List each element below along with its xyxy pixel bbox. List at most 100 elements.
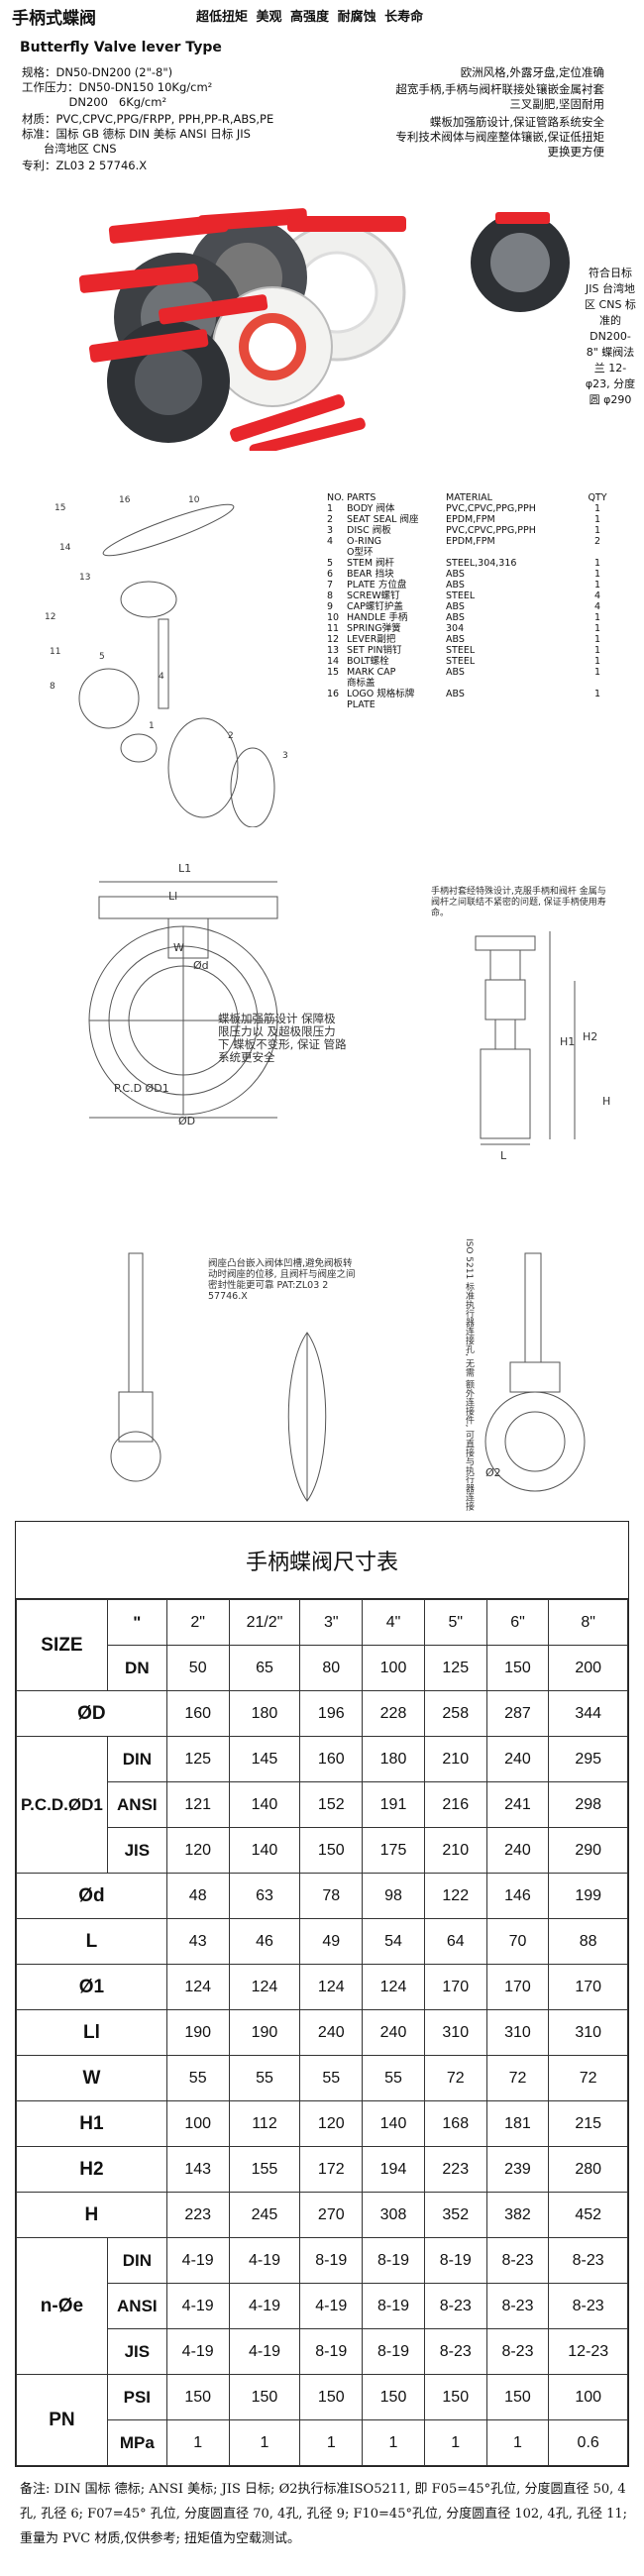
dim-label-L1: L1 <box>178 862 192 875</box>
dim-label: L <box>16 1918 167 1965</box>
parts-row: 商标盖 <box>347 678 376 689</box>
dim-label-phi-d: Ød <box>193 959 209 972</box>
dim-label-Ll: Ll <box>168 890 178 903</box>
dim-cell: 70 <box>485 1918 550 1965</box>
pn-cell: 150 <box>299 2374 364 2420</box>
handle-front-drawing <box>110 1252 161 1482</box>
holes-cell: 4-19 <box>165 2237 230 2284</box>
dn-cell: 125 <box>423 1645 487 1691</box>
dim-cell: 143 <box>165 2146 230 2193</box>
dim-cell: 46 <box>228 1918 301 1965</box>
dn-cell: 200 <box>548 1645 628 1691</box>
holes-cell: 4-19 <box>228 2237 301 2284</box>
dim-cell: 155 <box>228 2146 301 2193</box>
dim-cell: 352 <box>423 2192 487 2238</box>
pn-cell: 1 <box>362 2419 425 2466</box>
holes-cell: 8-19 <box>423 2237 487 2284</box>
pcd-std: JIS <box>106 1827 167 1874</box>
section-drawing <box>287 1332 327 1502</box>
photo-note: 符合日标 JIS 台湾地区 CNS 标准的 DN200-8" 蝶阀法兰 12-φ… <box>585 267 636 406</box>
holes-cell: 4-19 <box>228 2328 301 2375</box>
dn200-photo <box>471 212 570 312</box>
dim-cell: 48 <box>165 1873 230 1919</box>
feature-line: 超宽手柄,手柄与阀杆联接处镶嵌金属衬套 <box>395 82 604 96</box>
svg-text:14: 14 <box>59 543 71 553</box>
spec-line: 材质：PVC,CPVC,PPG/FRPP, PPH,PP-R,ABS,PE <box>22 112 274 126</box>
pcd-cell: 240 <box>485 1827 550 1874</box>
feature-line: 三叉副肥,坚固耐用 <box>509 97 604 111</box>
pn-cell: 1 <box>228 2419 301 2466</box>
spec-line: 规格：DN50-DN200 (2"-8") <box>22 65 173 79</box>
phiD-cell: 196 <box>299 1690 364 1737</box>
dim-cell: 88 <box>548 1918 628 1965</box>
dim-label-phi-D: ØD <box>178 1115 196 1127</box>
inch-cell: 5" <box>423 1599 487 1646</box>
front-view-drawing <box>88 881 278 1119</box>
holes-std: ANSI <box>106 2283 167 2329</box>
dim-cell: 55 <box>299 2055 364 2101</box>
dim-label-H1: H1 <box>560 1035 576 1048</box>
inch-cell: 2" <box>165 1599 230 1646</box>
parts-row: O型环 <box>347 547 374 558</box>
dn-cell: 150 <box>485 1645 550 1691</box>
pcd-cell: 125 <box>165 1736 230 1782</box>
dim-cell: 240 <box>362 2009 425 2056</box>
holes-cell: 8-23 <box>485 2328 550 2375</box>
phiD-cell: 160 <box>165 1690 230 1737</box>
feature-line: 欧洲风格,外露牙盘,定位准确 <box>460 65 604 79</box>
dn-cell: 100 <box>362 1645 425 1691</box>
dim-cell: 215 <box>548 2100 628 2147</box>
feature-line: 专利技术阀体与阀座整体镶嵌,保证低扭矩 <box>395 130 604 144</box>
dim-cell: 168 <box>423 2100 487 2147</box>
dim-label: H <box>16 2192 167 2238</box>
pn-unit: MPa <box>106 2419 167 2466</box>
inch-cell: 21/2" <box>228 1599 301 1646</box>
dim-cell: 120 <box>299 2100 364 2147</box>
dim-label-pcd: P.C.D ØD1 <box>114 1082 169 1095</box>
phiD-cell: 287 <box>485 1690 550 1737</box>
dim-cell: 310 <box>548 2009 628 2056</box>
dim-cell: 194 <box>362 2146 425 2193</box>
dim-cell: 63 <box>228 1873 301 1919</box>
pn-cell: 1 <box>423 2419 487 2466</box>
dim-cell: 382 <box>485 2192 550 2238</box>
pcd-cell: 152 <box>299 1781 364 1828</box>
pcd-cell: 240 <box>485 1736 550 1782</box>
disc-note: 蝶板加强筋设计 保障极限压力以 及超极限压力下 蝶板不变形, 保证 管路系统更安… <box>218 1012 347 1064</box>
svg-text:12: 12 <box>45 612 55 622</box>
dim-label-phi2: Ø2 <box>485 1466 501 1479</box>
pn-cell: 150 <box>485 2374 550 2420</box>
holes-cell: 4-19 <box>165 2328 230 2375</box>
dim-cell: 100 <box>165 2100 230 2147</box>
dim-label: W <box>16 2055 167 2101</box>
pcd-cell: 290 <box>548 1827 628 1874</box>
size-label: SIZE <box>16 1599 108 1691</box>
svg-text:10: 10 <box>188 495 200 505</box>
dim-cell: 49 <box>299 1918 364 1965</box>
dn-cell: 50 <box>165 1645 230 1691</box>
svg-text:16: 16 <box>119 495 131 505</box>
dim-label-H2: H2 <box>583 1030 598 1043</box>
inch-cell: 6" <box>485 1599 550 1646</box>
seat-note: 阀座凸台嵌入阀体凹槽,避免阀板转动时阀座的位移, 且阀杆与阀座之间 密封性能更可… <box>208 1258 356 1302</box>
phiD-cell: 180 <box>228 1690 301 1737</box>
holes-label: n-Øe <box>16 2237 108 2375</box>
dim-label: H1 <box>16 2100 167 2147</box>
holes-cell: 4-19 <box>299 2283 364 2329</box>
